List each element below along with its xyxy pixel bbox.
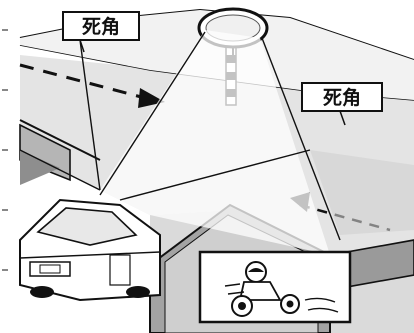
sight-line-car-left xyxy=(79,39,101,191)
car-icon xyxy=(19,198,161,302)
blind-spot-region-right xyxy=(310,150,414,235)
motorcycle-panel xyxy=(198,250,352,324)
left-edge-ticks xyxy=(2,29,8,271)
mirror-view-cone xyxy=(100,30,330,255)
motorcycle-icon xyxy=(224,261,339,317)
blind-spot-label-left: 死角 xyxy=(62,11,140,53)
left-wall-top xyxy=(20,150,60,185)
sight-line-right xyxy=(261,37,341,241)
blind-spot-label-right: 死角 xyxy=(301,82,383,126)
center-dashed-line xyxy=(19,63,146,100)
left-curb-line xyxy=(19,119,101,161)
sight-line-car-right xyxy=(119,149,311,201)
blind-spot-label-left-text: 死角 xyxy=(82,15,120,38)
left-wall-block xyxy=(19,123,71,182)
blind-spot-label-right-text: 死角 xyxy=(323,86,361,109)
sight-line-left xyxy=(99,31,206,196)
